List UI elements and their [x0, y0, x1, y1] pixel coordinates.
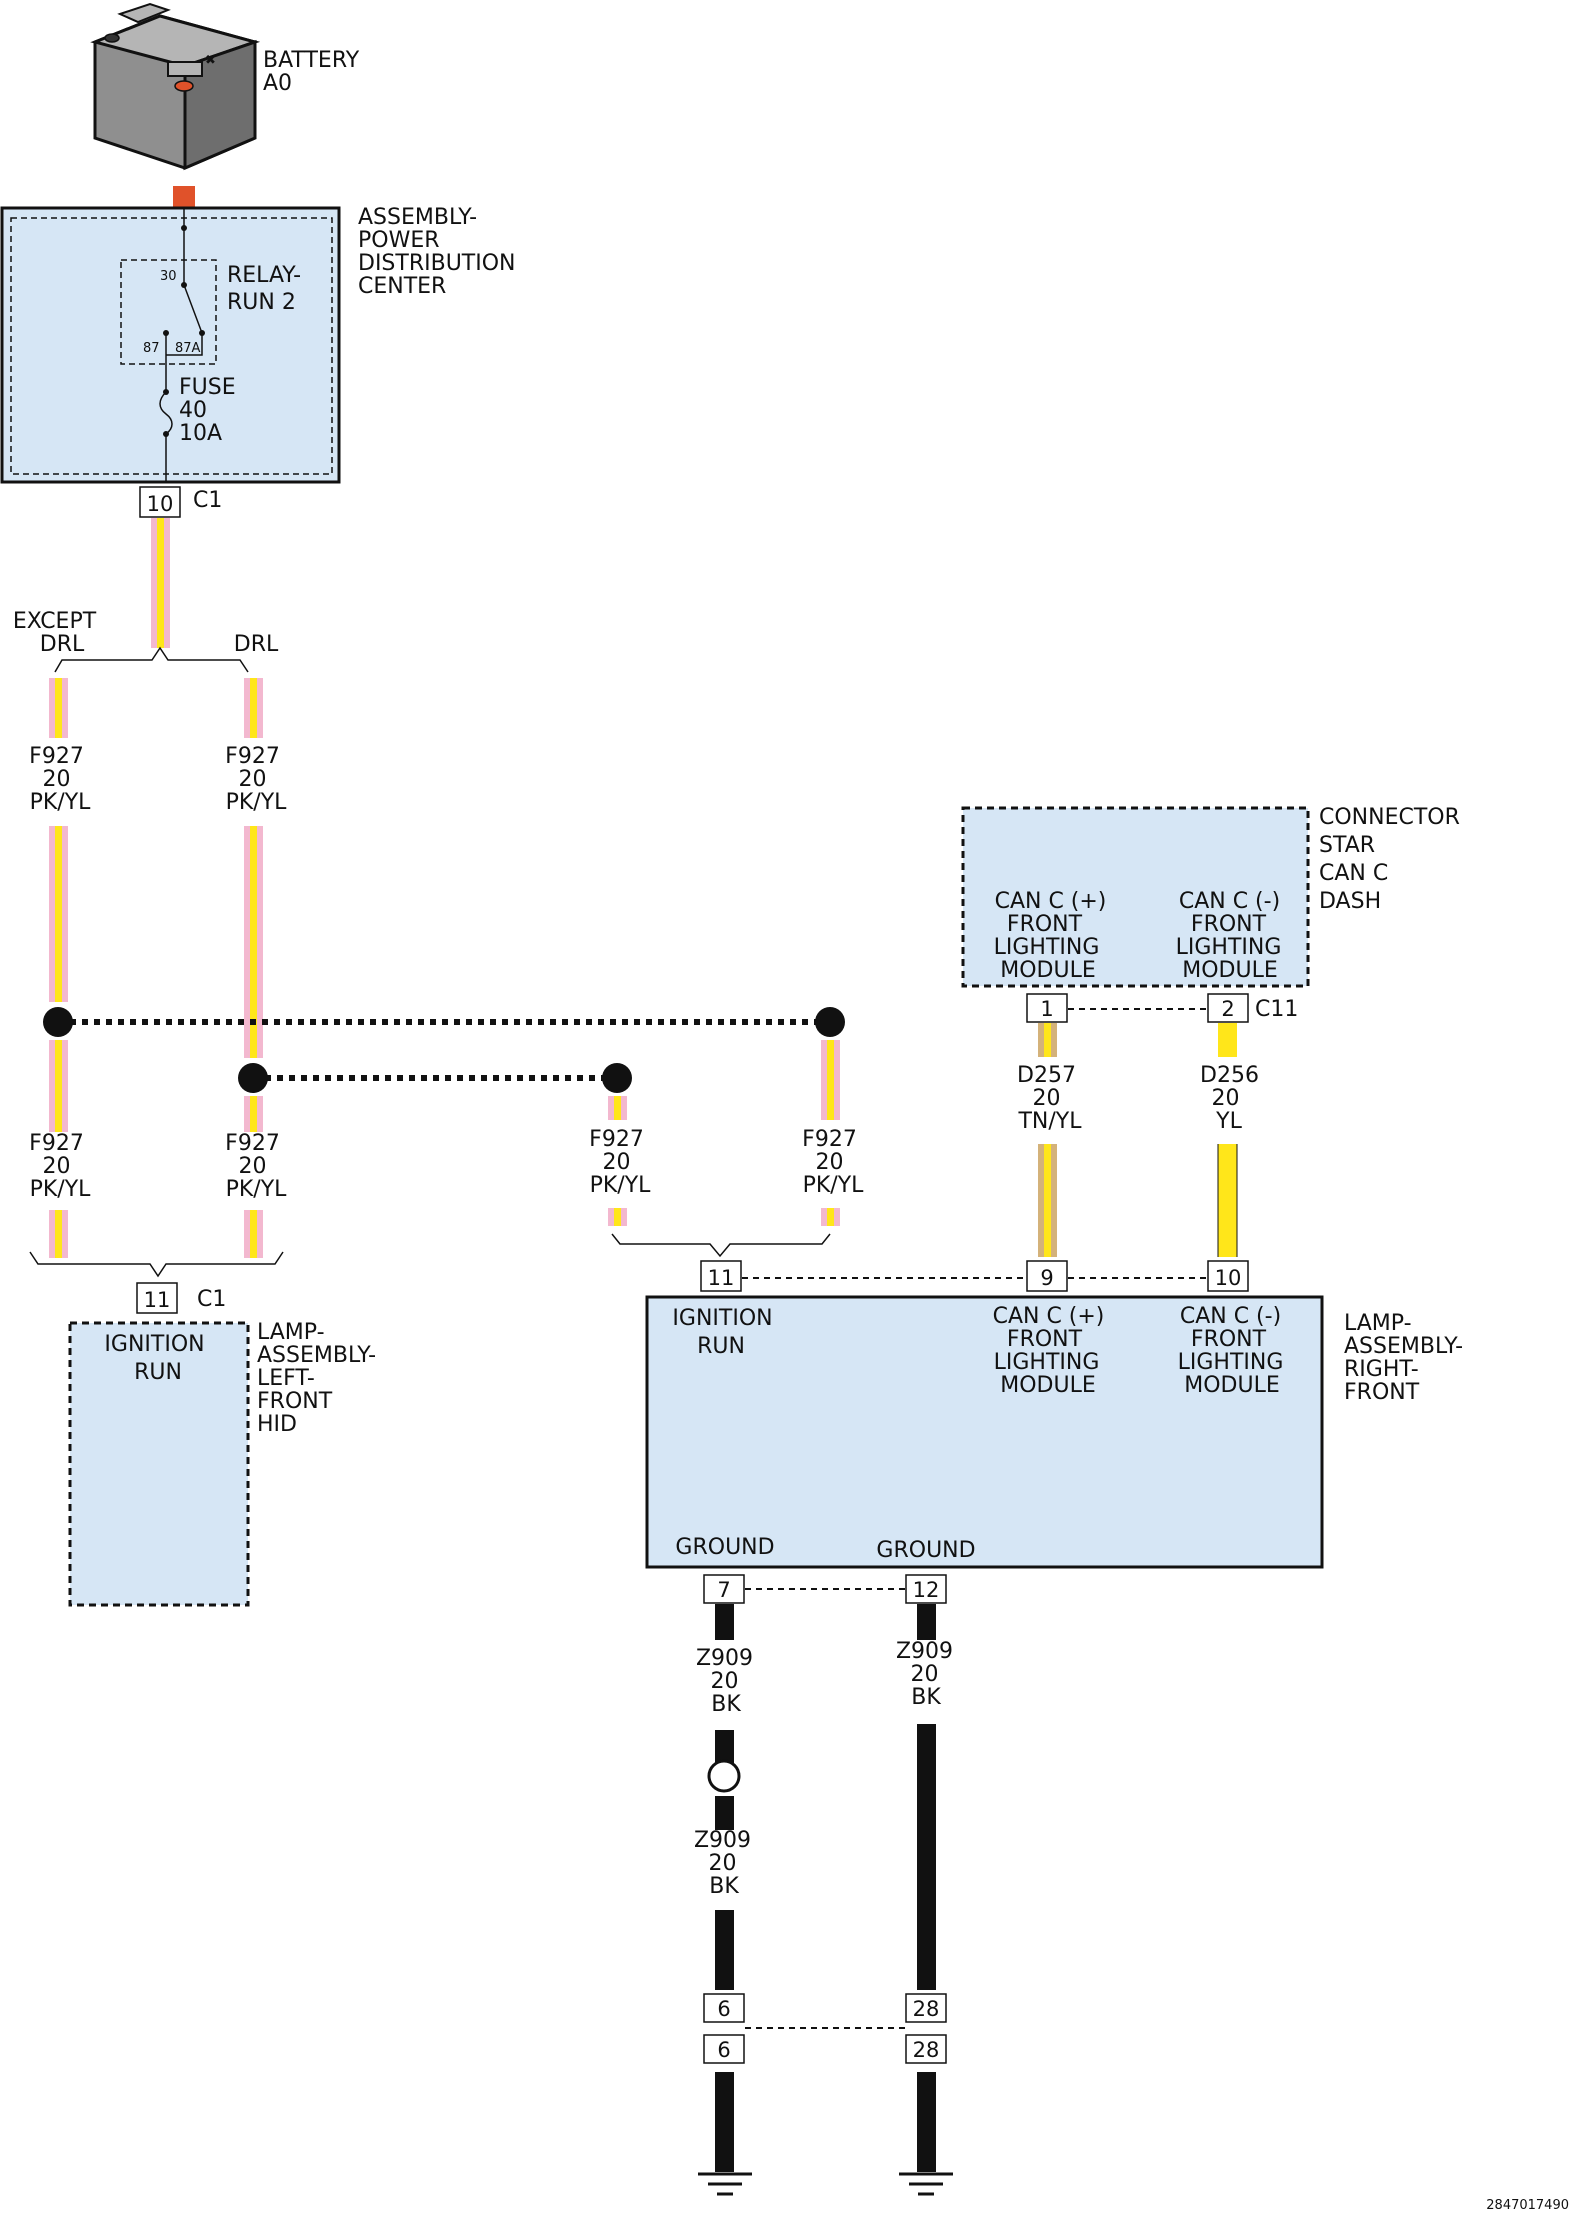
wire-label-f927-right-a: F927 20 PK/YL [589, 1127, 651, 1198]
wire-label-d256: D256 20 YL [1200, 1063, 1266, 1134]
ground-icon [899, 2172, 953, 2196]
wire-f927-right-a [608, 1096, 627, 1226]
lamp-right-ignition-label: IGNITION RUN [672, 1306, 779, 1359]
inline-pin-28-b [905, 2034, 947, 2064]
lamp-left-label: LAMP- ASSEMBLY- LEFT- FRONT HID [257, 1320, 383, 1437]
document-id: 2847017490 [1486, 2198, 1569, 2213]
battery-icon: ✖ [90, 2, 261, 171]
lamp-right-pin-11 [700, 1260, 742, 1292]
splice-dot [602, 1063, 632, 1093]
svg-text:2: 2 [1221, 997, 1234, 1021]
lamp-right-pin-9 [1026, 1260, 1068, 1292]
wire-label-f927-drl-lower: F927 20 PK/YL [225, 1131, 287, 1202]
svg-text:11: 11 [708, 1266, 735, 1290]
splice-dot [238, 1063, 268, 1093]
lamp-right-can-minus-label: CAN C (-) FRONT LIGHTING MODULE [1178, 1304, 1291, 1398]
svg-text:12: 12 [913, 1578, 940, 1602]
svg-text:6: 6 [717, 2038, 730, 2062]
star-pin-2 [1207, 993, 1249, 1023]
svg-text:7: 7 [717, 1578, 730, 1602]
inline-pin-28-a [905, 1993, 947, 2023]
splice-dot [815, 1007, 845, 1037]
splice-bracket-top [54, 646, 249, 673]
lamp-left-ignition-label: IGNITION RUN [104, 1332, 211, 1385]
wire-f927-left-lower [49, 1040, 68, 1258]
lamp-right-label: LAMP- ASSEMBLY- RIGHT- FRONT [1344, 1311, 1470, 1405]
ground-icon [698, 2172, 752, 2196]
lamp-right-pin-12 [905, 1574, 947, 1604]
fuse-label: FUSE 40 10A [179, 375, 243, 446]
svg-text:6: 6 [717, 1997, 730, 2021]
lamp-right-pin-7 [703, 1574, 745, 1604]
except-drl-label: EXCEPT DRL [13, 609, 103, 657]
wire-f927-right-b [821, 1040, 840, 1226]
wire-label-f927-drl: F927 20 PK/YL [225, 744, 287, 815]
lamp-left-pin-11 [136, 1282, 178, 1314]
lamp-right-pin-10 [1207, 1260, 1249, 1292]
connector-star-can-c-dash [961, 806, 1310, 988]
wire-z909-a-lower [715, 2072, 734, 2172]
star-pin-1 [1026, 993, 1068, 1023]
svg-text:10: 10 [1215, 1266, 1242, 1290]
battery-label: BATTERY A0 [263, 48, 366, 96]
inline-pin-6-a [703, 1993, 745, 2023]
star-connector-label: CONNECTOR STAR CAN C DASH [1319, 805, 1467, 914]
wire-f927-main [151, 518, 170, 648]
wire-f927-left-upper [49, 678, 68, 1002]
inline-pin-6-b [703, 2034, 745, 2064]
star-can-minus-label: CAN C (-) FRONT LIGHTING MODULE [1176, 889, 1289, 983]
wire-d257 [1038, 1023, 1057, 1257]
wire-label-z909-b: Z909 20 BK [896, 1639, 960, 1710]
lamp-right-ground-label-2: GROUND [876, 1538, 975, 1563]
relay-run-2 [120, 259, 217, 365]
relay-switch [183, 284, 203, 334]
pdc-connector-c1: C1 [193, 488, 222, 513]
lamp-right-ground-label-1: GROUND [675, 1535, 774, 1560]
relay-pin-87a: 87A [175, 341, 201, 356]
svg-text:28: 28 [913, 2038, 940, 2062]
splice-bracket-right [611, 1233, 831, 1258]
pdc-label: ASSEMBLY- POWER DISTRIBUTION CENTER [358, 205, 523, 299]
svg-text:9: 9 [1040, 1266, 1053, 1290]
star-connector-c11: C11 [1255, 997, 1298, 1022]
drl-label: DRL [234, 632, 279, 657]
lamp-left-connector-c1: C1 [197, 1287, 226, 1312]
wire-f927-drl-upper [244, 678, 263, 1058]
wire-d256 [1217, 1023, 1238, 1257]
wire-label-z909-a1: Z909 20 BK [696, 1646, 760, 1717]
fuse-icon [159, 391, 173, 435]
wire-label-f927-right-b: F927 20 PK/YL [802, 1127, 864, 1198]
svg-text:11: 11 [144, 1288, 171, 1312]
power-distribution-center [0, 206, 341, 484]
wire-label-f927-left-lower: F927 20 PK/YL [29, 1131, 91, 1202]
pdc-pin-10 [139, 486, 181, 518]
lamp-assembly-left-front [68, 1321, 250, 1607]
relay-label: RELAY- RUN 2 [227, 263, 308, 315]
lamp-right-can-plus-label: CAN C (+) FRONT LIGHTING MODULE [993, 1304, 1112, 1398]
star-can-plus-label: CAN C (+) FRONT LIGHTING MODULE [994, 889, 1114, 983]
lamp-assembly-right-front [645, 1295, 1324, 1569]
wire-label-d257: D257 20 TN/YL [1017, 1063, 1083, 1134]
wire-z909-b-lower [917, 2072, 936, 2172]
wire-label-f927-left: F927 20 PK/YL [29, 744, 91, 815]
svg-text:10: 10 [147, 492, 174, 516]
svg-text:✖: ✖ [205, 53, 216, 68]
wire-z909-b [917, 1604, 936, 1990]
svg-text:28: 28 [913, 1997, 940, 2021]
splice-point-open [707, 1759, 741, 1793]
relay-pin-87: 87 [143, 341, 160, 356]
wire-label-z909-a2: Z909 20 BK [694, 1828, 758, 1899]
battery-terminal [173, 186, 195, 208]
svg-text:1: 1 [1040, 997, 1053, 1021]
splice-dot [43, 1007, 73, 1037]
splice-bracket-left [29, 1251, 284, 1278]
wire-f927-drl-lower [244, 1096, 263, 1258]
relay-pin-30: 30 [160, 269, 177, 284]
